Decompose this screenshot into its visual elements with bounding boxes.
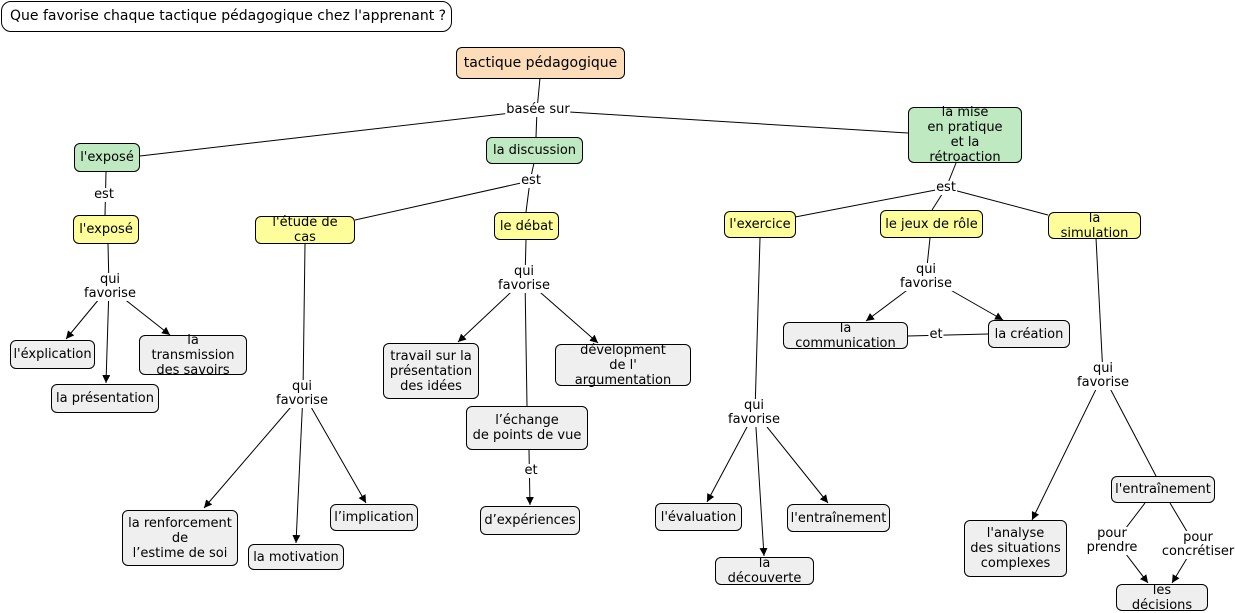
concept-node-entrainement-simulation[interactable]: l'entraînement: [1111, 476, 1215, 503]
edge-line: [102, 286, 111, 384]
edge-line: [754, 411, 768, 557]
edge-line: [945, 187, 1049, 216]
link-label-est: est: [520, 173, 542, 188]
link-label-pour-concretiser: pour concrétiser: [1160, 530, 1235, 559]
concept-node-decisions[interactable]: les décisions: [1116, 583, 1208, 613]
link-label-est: est: [93, 187, 115, 202]
edge-line: [1031, 374, 1104, 521]
edge-line: [302, 243, 306, 394]
concept-node-jeux-de-role[interactable]: le jeux de rôle: [880, 210, 983, 238]
concept-node-mise-en-pratique[interactable]: la mise en pratique et la rétroaction: [908, 105, 1022, 165]
concept-node-experiences[interactable]: d’expériences: [480, 506, 580, 535]
concept-node-expose-top[interactable]: l'exposé: [74, 143, 140, 172]
concept-node-travail[interactable]: travail sur la présentation des idées: [383, 343, 479, 399]
link-label-est: est: [935, 180, 957, 195]
concept-node-transmission[interactable]: la transmission des savoirs: [139, 333, 247, 378]
edge-line: [1102, 374, 1157, 477]
concept-node-communication[interactable]: la communication: [783, 321, 908, 351]
concept-node-debat[interactable]: le débat: [494, 212, 559, 240]
link-label-qui-favorise: qui favorise: [1076, 361, 1130, 390]
edge-line: [754, 411, 829, 504]
edge-line: [292, 392, 304, 544]
edge-line: [203, 392, 304, 509]
concept-node-evaluation[interactable]: l'évaluation: [655, 503, 742, 531]
concept-node-implication[interactable]: l’implication: [330, 504, 418, 531]
link-label-qui-favorise: qui favorise: [83, 272, 137, 301]
link-label-qui-favorise: qui favorise: [899, 262, 953, 291]
concept-node-tactique[interactable]: tactique pédagogique: [456, 47, 625, 79]
link-label-qui-favorise: qui favorise: [497, 264, 551, 293]
edge-line: [789, 187, 947, 219]
link-label-et: et: [523, 463, 539, 478]
link-label-et: et: [928, 327, 944, 342]
concept-node-discussion[interactable]: la discussion: [486, 137, 583, 164]
concept-node-simulation[interactable]: la simulation: [1048, 211, 1141, 241]
concept-node-developpement[interactable]: dévelopment de l' argumentation: [555, 343, 691, 388]
concept-node-presentation[interactable]: la présentation: [51, 384, 159, 413]
edge-line: [706, 411, 756, 503]
edge-line: [302, 392, 367, 504]
edge-line: [536, 109, 909, 134]
edge-line: [524, 278, 528, 407]
concept-node-entrainement-exercice[interactable]: l'entraînement: [787, 504, 890, 532]
concept-node-decouverte[interactable]: la découverte: [715, 556, 814, 586]
link-label-basee-sur: basée sur: [505, 102, 571, 117]
page-title: Que favorise chaque tactique pédagogique…: [1, 1, 452, 32]
concept-node-exercice[interactable]: l'exercice: [724, 211, 796, 238]
link-label-pour-prendre: pour prendre: [1085, 526, 1139, 555]
concept-node-echange[interactable]: l’échange de points de vue: [466, 406, 588, 450]
concept-node-renforcement[interactable]: la renforcement de l’estime de soi: [122, 510, 238, 566]
link-label-qui-favorise: qui favorise: [275, 379, 329, 408]
edge-line: [754, 237, 761, 413]
edge-line: [1095, 237, 1104, 376]
concept-node-motivation[interactable]: la motivation: [248, 544, 344, 570]
link-label-qui-favorise: qui favorise: [727, 398, 781, 427]
concept-node-analyse[interactable]: l'analyse des situations complexes: [964, 520, 1067, 577]
concept-node-explication[interactable]: l'éxplication: [10, 340, 95, 369]
concept-node-expose[interactable]: l'exposé: [73, 215, 139, 244]
concept-node-etude-de-cas[interactable]: l'étude de cas: [255, 215, 355, 245]
edge-line: [354, 180, 531, 221]
edge-line: [907, 333, 989, 337]
concept-node-creation[interactable]: la création: [988, 320, 1070, 348]
edge-line: [139, 109, 538, 157]
